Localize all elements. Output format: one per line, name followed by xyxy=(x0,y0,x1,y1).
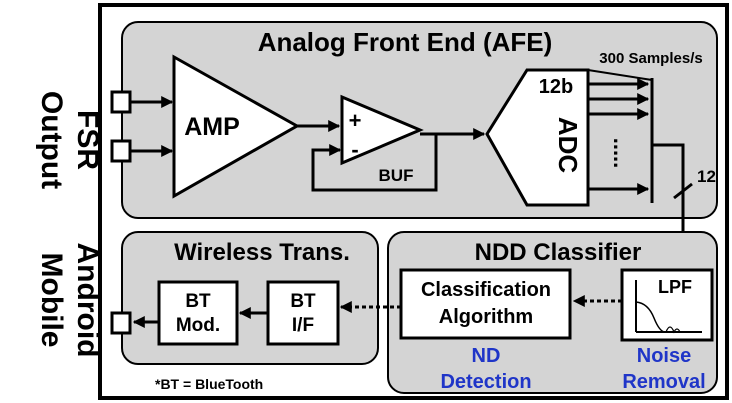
buf-plus-label: + xyxy=(349,108,362,133)
amp-label: AMP xyxy=(184,113,240,141)
bus-width-slash xyxy=(673,182,693,200)
bus-to-lpf-arrow xyxy=(652,143,689,269)
bt-mod-label-line2: Mod. xyxy=(176,315,220,336)
adc-block xyxy=(485,68,590,207)
nd-detection-line2: Detection xyxy=(440,371,531,393)
nd-detection-line1: ND xyxy=(472,345,501,367)
bus-ellipsis: ..... xyxy=(609,138,634,169)
classification-label-line1: Classification xyxy=(421,279,551,301)
adc-label: ADC xyxy=(553,117,583,174)
buf-label: BUF xyxy=(379,166,414,185)
input-port-1 xyxy=(110,90,132,114)
bt-if-label-line2: I/F xyxy=(292,315,314,336)
noise-removal-line2: Removal xyxy=(622,371,705,393)
android-label-line2: Mobile xyxy=(35,253,68,348)
lpf-label: LPF xyxy=(658,277,692,297)
input-port-2 xyxy=(110,139,132,163)
lpf-response-icon xyxy=(635,280,702,334)
sample-rate-label: 300 Samples/s xyxy=(599,50,702,67)
adc-bits-label: 12b xyxy=(539,76,573,98)
android-mobile-label: Android Mobile xyxy=(35,243,104,358)
android-label-line1: Android xyxy=(71,243,104,358)
bt-mod-label-line1: BT xyxy=(185,291,211,312)
fsr-label-line2: Output xyxy=(35,91,68,189)
noise-removal-line1: Noise xyxy=(637,345,691,367)
bus-width-label: 12 xyxy=(697,167,716,186)
amp-triangle xyxy=(172,54,301,199)
afe-title: Analog Front End (AFE) xyxy=(258,27,553,57)
buf-feedback-arrow xyxy=(311,134,438,192)
buf-minus-label: - xyxy=(351,137,358,162)
adc-output-bus xyxy=(587,69,654,203)
footnote: *BT = BlueTooth xyxy=(155,376,263,392)
fsr-output-label: FSR Output xyxy=(35,91,104,189)
classification-label-line2: Algorithm xyxy=(439,306,533,328)
wireless-title: Wireless Trans. xyxy=(174,239,350,266)
classification-block xyxy=(399,268,572,340)
fsr-label-line1: FSR xyxy=(71,110,104,170)
bt-if-label-line1: BT xyxy=(290,291,316,312)
ndd-title: NDD Classifier xyxy=(475,239,642,266)
buf-triangle xyxy=(340,94,424,166)
bt-mod-block xyxy=(157,280,239,346)
output-port xyxy=(110,311,132,335)
